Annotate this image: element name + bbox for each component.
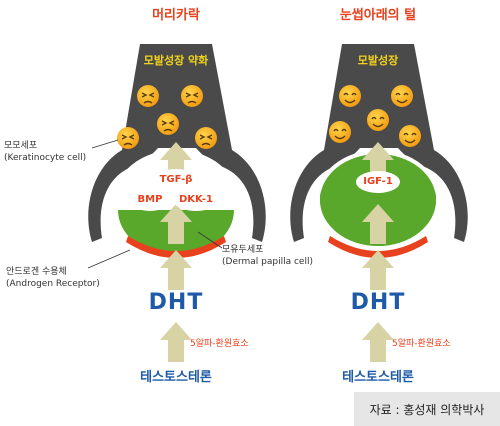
left-testo-arrow xyxy=(160,322,192,362)
right-receptor xyxy=(328,236,428,258)
keratinocyte-label: 모모세포 (Keratinocyte cell) xyxy=(4,140,86,164)
receptor-pointer xyxy=(87,249,131,269)
right-testosterone-label: 테스토스테론 xyxy=(342,370,414,385)
right-enzyme-label: 5알파-환원효소 xyxy=(392,339,451,349)
dermal-papilla-label-ko: 모유두세포 xyxy=(222,245,264,255)
right-panel-title: 눈썹아래의 털 xyxy=(339,8,417,23)
left-face-2 xyxy=(181,85,203,107)
left-signal-tgf: TGF-β xyxy=(159,174,193,185)
left-bmp-oval xyxy=(130,189,170,211)
keratinocyte-pointer xyxy=(91,139,119,149)
left-face-4 xyxy=(117,127,139,149)
left-panel-title: 머리카락 xyxy=(152,8,200,23)
right-follicle-shape xyxy=(290,44,468,242)
left-follicle-shape xyxy=(88,44,266,242)
right-face-5 xyxy=(399,125,421,147)
left-face-3 xyxy=(157,113,179,135)
left-signal-dkk: DKK-1 xyxy=(178,194,214,205)
left-testosterone-label: 테스토스테론 xyxy=(140,370,212,385)
right-face-4 xyxy=(329,121,351,143)
right-igf-oval xyxy=(356,171,400,193)
left-enzyme-label: 5알파-환원효소 xyxy=(190,339,249,349)
dermal-papilla-label-en: (Dermal papilla cell) xyxy=(222,257,313,267)
left-receptor xyxy=(126,236,226,258)
androgen-receptor-label-ko: 안드로겐 수용체 xyxy=(6,267,67,277)
right-papilla-body xyxy=(320,154,436,246)
dermal-papilla-pointer xyxy=(197,231,223,249)
left-dkk-oval xyxy=(173,189,219,211)
source-credit: 자료 : 홍성재 의학박사 xyxy=(354,392,500,426)
right-dht-label: DHT xyxy=(350,290,406,315)
keratinocyte-label-ko: 모모세포 xyxy=(4,141,38,151)
androgen-receptor-label-en: (Androgen Receptor) xyxy=(6,279,100,289)
left-signal-bmp: BMP xyxy=(137,194,163,205)
left-follicle-label: 모발성장 약화 xyxy=(143,54,209,67)
right-face-3 xyxy=(367,109,389,131)
left-face-5 xyxy=(195,127,217,149)
dermal-papilla-label: 모유두세포 (Dermal papilla cell) xyxy=(222,244,313,268)
right-signal-igf: IGF-1 xyxy=(363,176,393,187)
left-face-1 xyxy=(137,85,159,107)
right-follicle-label: 모발성장 xyxy=(357,54,399,67)
left-tgf-oval xyxy=(154,169,198,191)
right-face-2 xyxy=(391,85,413,107)
right-face-1 xyxy=(339,85,361,107)
right-testo-arrow xyxy=(362,322,394,362)
androgen-receptor-label: 안드로겐 수용체 (Androgen Receptor) xyxy=(6,266,100,290)
left-dht-label: DHT xyxy=(148,290,204,315)
keratinocyte-label-en: (Keratinocyte cell) xyxy=(4,153,87,163)
